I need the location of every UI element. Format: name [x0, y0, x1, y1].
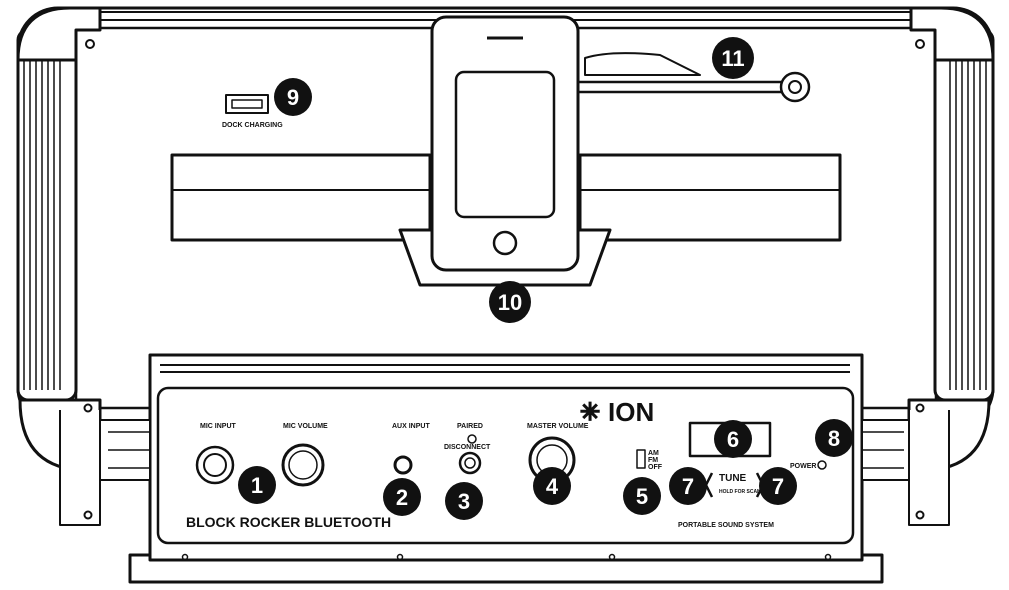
left-side-ribs — [16, 28, 78, 402]
callout-10: 10 — [489, 281, 531, 323]
svg-text:ION: ION — [608, 397, 654, 427]
subtitle-label: PORTABLE SOUND SYSTEM — [678, 522, 774, 529]
svg-text:5: 5 — [636, 484, 648, 509]
aux-input-jack — [393, 455, 413, 475]
callout-9: 9 — [274, 78, 312, 116]
dock-charging-label: DOCK CHARGING — [222, 122, 283, 129]
svg-text:11: 11 — [721, 46, 744, 71]
callout-7a: 7 — [669, 467, 707, 505]
phone-icon — [430, 15, 580, 272]
model-name: BLOCK ROCKER BLUETOOTH — [186, 514, 391, 530]
mic-volume-knob — [281, 443, 325, 487]
svg-text:8: 8 — [828, 426, 840, 451]
svg-text:2: 2 — [396, 485, 408, 510]
callout-3: 3 — [445, 482, 483, 520]
band-fm-label: FM — [648, 457, 658, 464]
mic-input-jack — [195, 445, 235, 485]
callout-8: 8 — [815, 419, 853, 457]
mic-volume-label: MIC VOLUME — [283, 423, 328, 430]
power-led — [817, 460, 827, 470]
control-panel — [156, 386, 855, 545]
handle-tray-right — [578, 153, 842, 242]
disconnect-label: DISCONNECT — [444, 444, 491, 451]
callouts: 1 2 3 4 5 6 7 7 8 9 10 11 — [238, 37, 853, 520]
right-side-ribs — [933, 28, 995, 402]
svg-text:4: 4 — [546, 474, 559, 499]
callout-5: 5 — [623, 477, 661, 515]
usb-charging-port — [225, 94, 269, 114]
band-am-label: AM — [648, 450, 659, 457]
callout-4: 4 — [533, 467, 571, 505]
power-label: POWER — [790, 463, 816, 470]
callout-1: 1 — [238, 466, 276, 504]
paired-led — [467, 434, 477, 444]
callout-2: 2 — [383, 478, 421, 516]
disconnect-button — [458, 451, 482, 475]
paired-label: PAIRED — [457, 423, 483, 430]
band-off-label: OFF — [648, 464, 663, 471]
svg-text:1: 1 — [251, 473, 263, 498]
svg-text:3: 3 — [458, 489, 470, 514]
ion-logo: ✳ ION — [580, 397, 655, 427]
tune-label: TUNE — [719, 473, 747, 484]
handle-tray-left — [170, 153, 432, 242]
svg-text:✳: ✳ — [580, 399, 600, 426]
mic-input-label: MIC INPUT — [200, 423, 237, 430]
svg-text:7: 7 — [682, 474, 694, 499]
svg-text:6: 6 — [727, 427, 739, 452]
band-switch — [636, 449, 646, 469]
antenna — [578, 52, 811, 103]
callout-7b: 7 — [759, 467, 797, 505]
svg-text:10: 10 — [498, 290, 522, 315]
svg-text:7: 7 — [772, 474, 784, 499]
callout-11: 11 — [712, 37, 754, 79]
master-volume-label: MASTER VOLUME — [527, 423, 589, 430]
svg-text:9: 9 — [287, 85, 299, 110]
aux-input-label: AUX INPUT — [392, 423, 430, 430]
tune-hold-label: HOLD FOR SCAN — [719, 489, 761, 495]
callout-6: 6 — [714, 420, 752, 458]
